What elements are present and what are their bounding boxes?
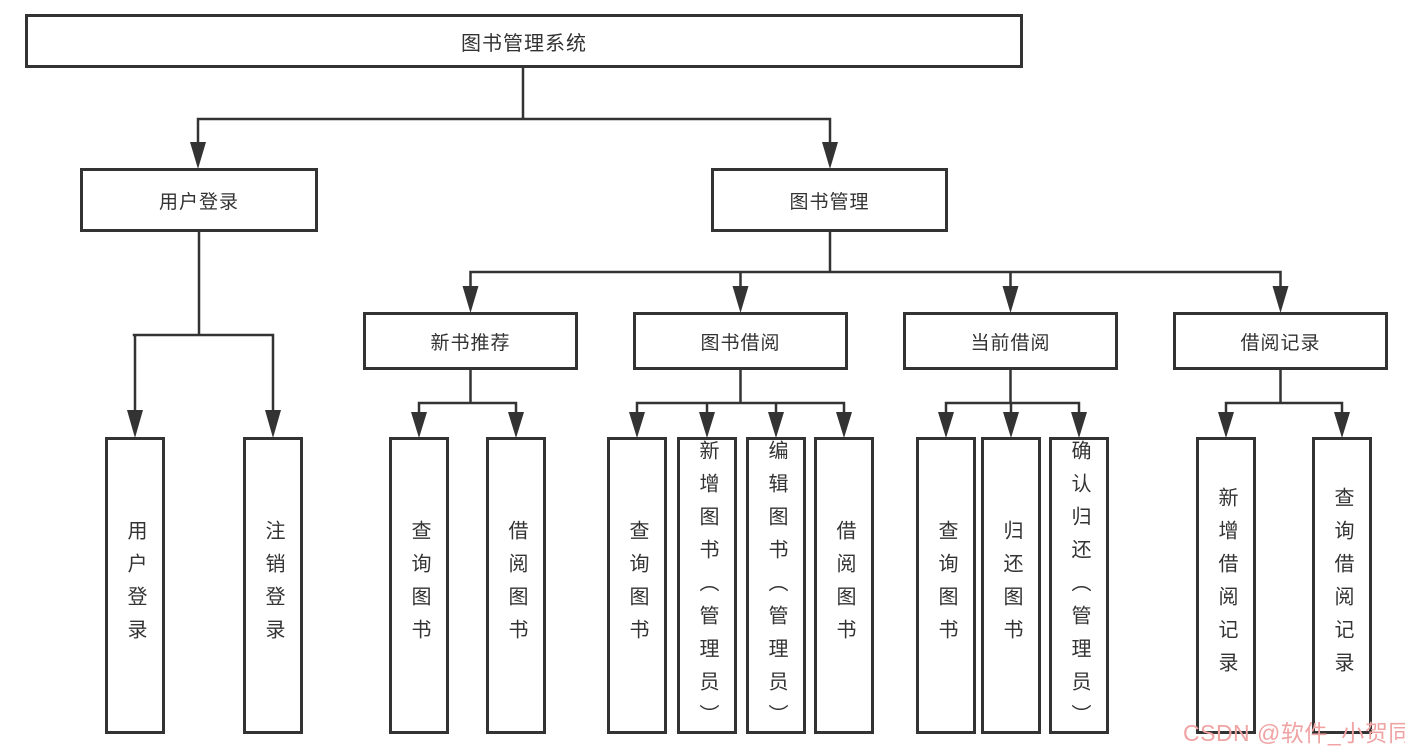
connector-new-book-recommend-to-leaves — [411, 368, 524, 438]
connector-root-to-level2 — [190, 66, 838, 169]
node-leaf-logout: 注销登录 — [243, 437, 303, 734]
node-user-login: 用户登录 — [80, 168, 318, 232]
node-leaf-return-books: 归还图书 — [981, 437, 1041, 734]
node-leaf-query-books-borrow: 查询图书 — [607, 437, 667, 734]
node-leaf-edit-books-admin: 编辑图书（管理员） — [746, 437, 806, 737]
connector-book-management-to-level3 — [462, 230, 1289, 313]
node-leaf-query-books-current: 查询图书 — [916, 437, 976, 734]
connector-borrow-records-to-leaves — [1218, 368, 1350, 438]
node-leaf-confirm-return-admin: 确认归还（管理员） — [1049, 437, 1109, 737]
csdn-watermark: CSDN @软件_小贺同学 — [1183, 720, 1405, 746]
node-leaf-user-login: 用户登录 — [105, 437, 165, 734]
node-leaf-add-books-admin: 新增图书（管理员） — [677, 437, 737, 737]
node-new-book-recommend: 新书推荐 — [363, 312, 578, 370]
node-leaf-query-books-recommend: 查询图书 — [389, 437, 449, 734]
node-leaf-borrow-books-recommend: 借阅图书 — [486, 437, 546, 734]
node-leaf-query-borrow-record: 查询借阅记录 — [1312, 437, 1372, 734]
node-book-management: 图书管理 — [711, 168, 948, 232]
node-borrow-records: 借阅记录 — [1173, 312, 1388, 370]
node-leaf-add-borrow-record: 新增借阅记录 — [1196, 437, 1256, 734]
node-current-borrow: 当前借阅 — [903, 312, 1118, 370]
node-leaf-borrow-books: 借阅图书 — [814, 437, 874, 734]
node-book-borrow: 图书借阅 — [633, 312, 848, 370]
connector-current-borrow-to-leaves — [938, 368, 1087, 438]
connector-book-borrow-to-leaves — [629, 368, 852, 438]
node-root: 图书管理系统 — [25, 14, 1023, 68]
connector-user-login-to-leaves — [127, 230, 281, 438]
